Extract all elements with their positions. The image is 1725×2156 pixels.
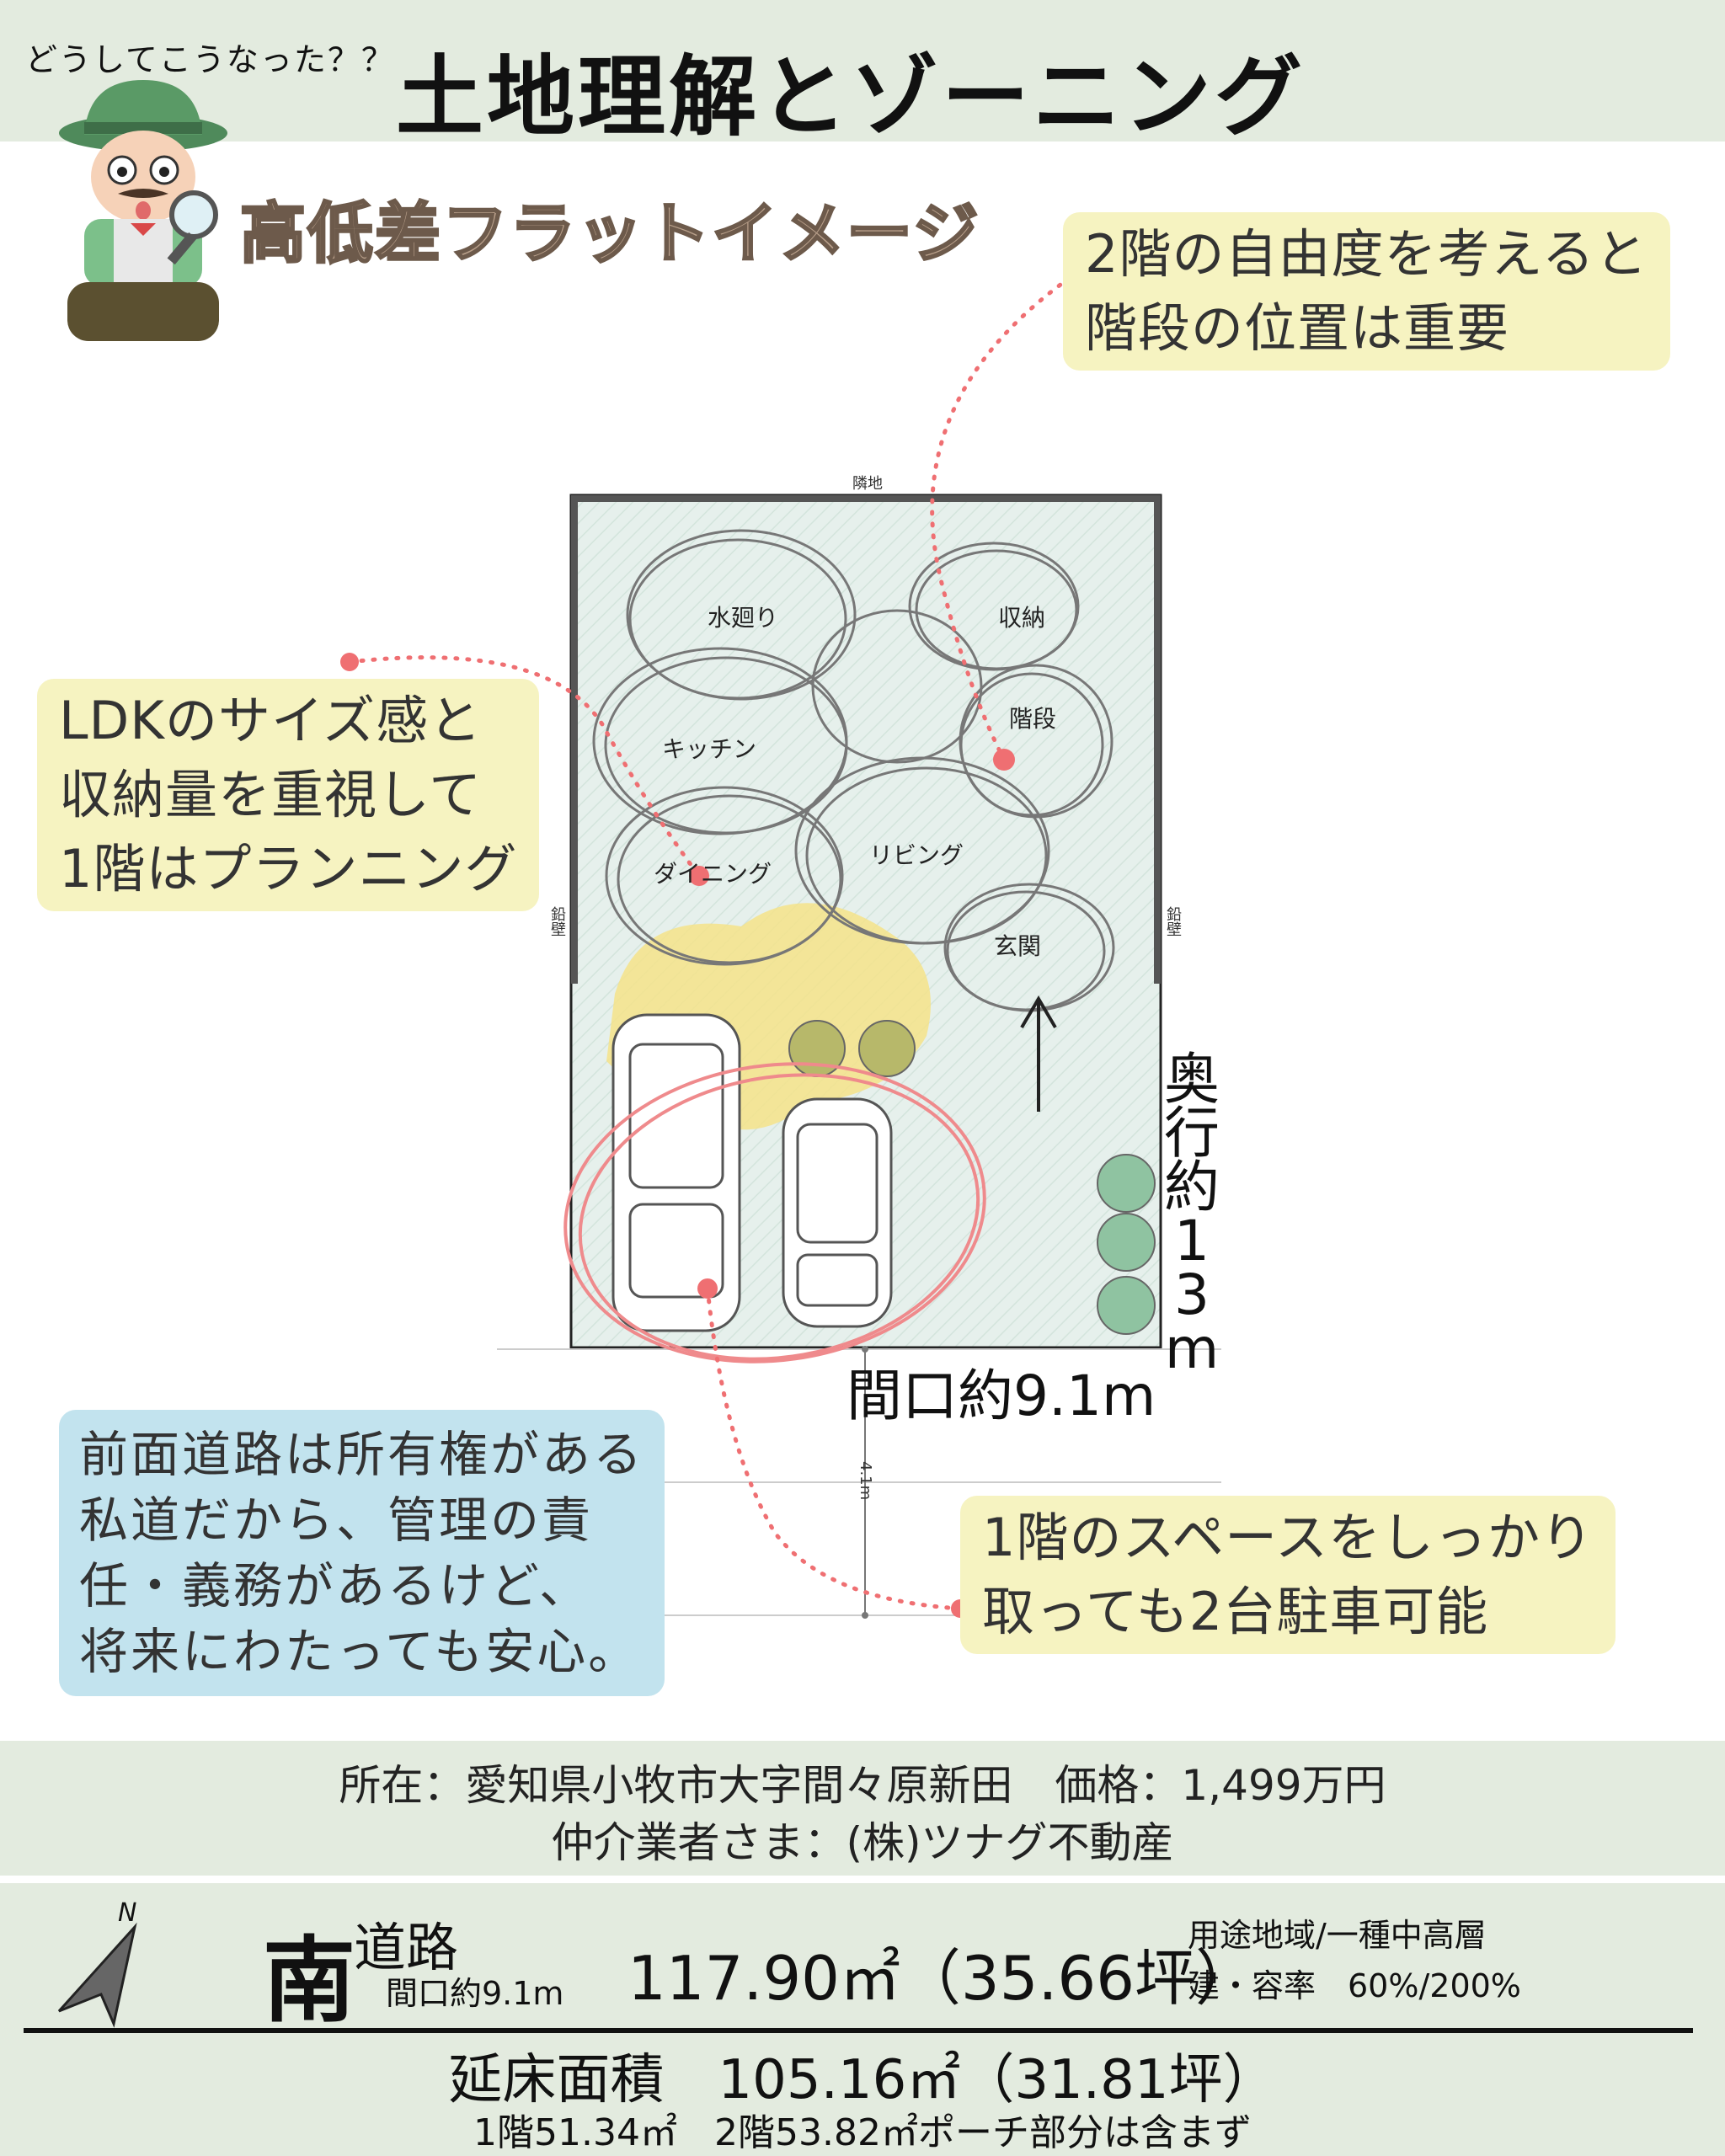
callout-road-line-1: 前面道路は所有権がある xyxy=(79,1426,645,1483)
left-side-label: 鉛壁 xyxy=(551,906,566,939)
site-plan xyxy=(340,265,1221,1619)
zone-entrance: 玄関 xyxy=(994,932,1042,960)
broker: 仲介業者さま：(株)ツナグ不動産 xyxy=(551,1818,1174,1867)
zoning-block: 用途地域/一種中高層 建・容率 60%/200% xyxy=(1188,1910,1521,2011)
zone-storage: 収納 xyxy=(998,604,1046,632)
zone-living: リビング xyxy=(869,841,964,869)
road-label: 道路 xyxy=(354,1917,459,1978)
callout-parking-line-2: 取っても2台駐車可能 xyxy=(982,1581,1489,1642)
callout-road: 前面道路は所有権がある 私道だから、管理の責 任・義務があるけど、 将来にわたっ… xyxy=(59,1410,665,1696)
north-arrow-icon xyxy=(57,1922,137,2028)
zone-dining: ダイニング xyxy=(654,860,772,888)
sub-title: 高低差フラットイメージ xyxy=(238,195,980,274)
separator xyxy=(24,2028,1693,2033)
callout-stairs: 2階の自由度を考えると 階段の位置は重要 xyxy=(1063,212,1670,371)
location-price: 所在：愛知県小牧市大字間々原新田 価格：1,499万円 xyxy=(339,1761,1386,1810)
callout-ldk: LDKのサイズ感と 収納量を重視して 1階はプランニング xyxy=(37,679,540,911)
detective-illustration xyxy=(59,80,227,341)
callout-stairs-line-2: 階段の位置は重要 xyxy=(1085,297,1510,359)
frontage-label: 間口約9.1m xyxy=(846,1364,1156,1428)
callout-ldk-line-2: 収納量を重視して xyxy=(59,764,483,825)
callout-road-line-2: 私道だから、管理の責 xyxy=(79,1492,594,1549)
zone-kitchen: キッチン xyxy=(662,735,757,763)
zone-water: 水廻り xyxy=(708,604,779,632)
header-band xyxy=(0,0,1725,141)
floor-area: 延床面積 105.16㎡（31.81坪） xyxy=(448,2049,1277,2111)
summary-band xyxy=(0,1883,1725,2156)
zoning-use: 用途地域/一種中高層 xyxy=(1188,1917,1487,1954)
zone-stairs: 階段 xyxy=(1009,705,1057,733)
header-question: どうしてこうなった？？ xyxy=(25,41,395,78)
direction: 南 xyxy=(263,1927,355,2035)
top-neighbor-label: 隣地 xyxy=(852,475,883,493)
callout-ldk-line-3: 1階はプランニング xyxy=(59,838,518,899)
page-title: 土地理解とゾーニング xyxy=(396,45,1306,148)
coverage-ratio: 建・容率 60%/200% xyxy=(1188,1967,1521,2004)
callout-road-line-3: 任・義務があるけど、 xyxy=(79,1557,591,1614)
floor-detail: 1階51.34㎡ 2階53.82㎡ポーチ部分は含まず xyxy=(473,2111,1252,2154)
callout-stairs-line-1: 2階の自由度を考えると xyxy=(1085,223,1648,285)
right-side-label: 鉛壁 xyxy=(1167,906,1182,939)
callout-parking: 1階のスペースをしっかり 取っても2台駐車可能 xyxy=(960,1496,1616,1654)
north-label: N xyxy=(118,1898,137,1928)
callout-ldk-line-1: LDKのサイズ感と xyxy=(59,690,483,751)
summary-frontage: 間口約9.1m xyxy=(386,1975,564,2012)
callout-road-line-4: 将来にわたっても安心。 xyxy=(79,1623,640,1680)
land-area: 117.90㎡（35.66坪） xyxy=(628,1943,1257,2014)
info-band xyxy=(0,1741,1725,1876)
callout-parking-line-1: 1階のスペースをしっかり xyxy=(982,1507,1594,1568)
road-width-label: 4.1m xyxy=(857,1461,874,1501)
depth-label: 奥行約13m xyxy=(1164,1047,1220,1381)
